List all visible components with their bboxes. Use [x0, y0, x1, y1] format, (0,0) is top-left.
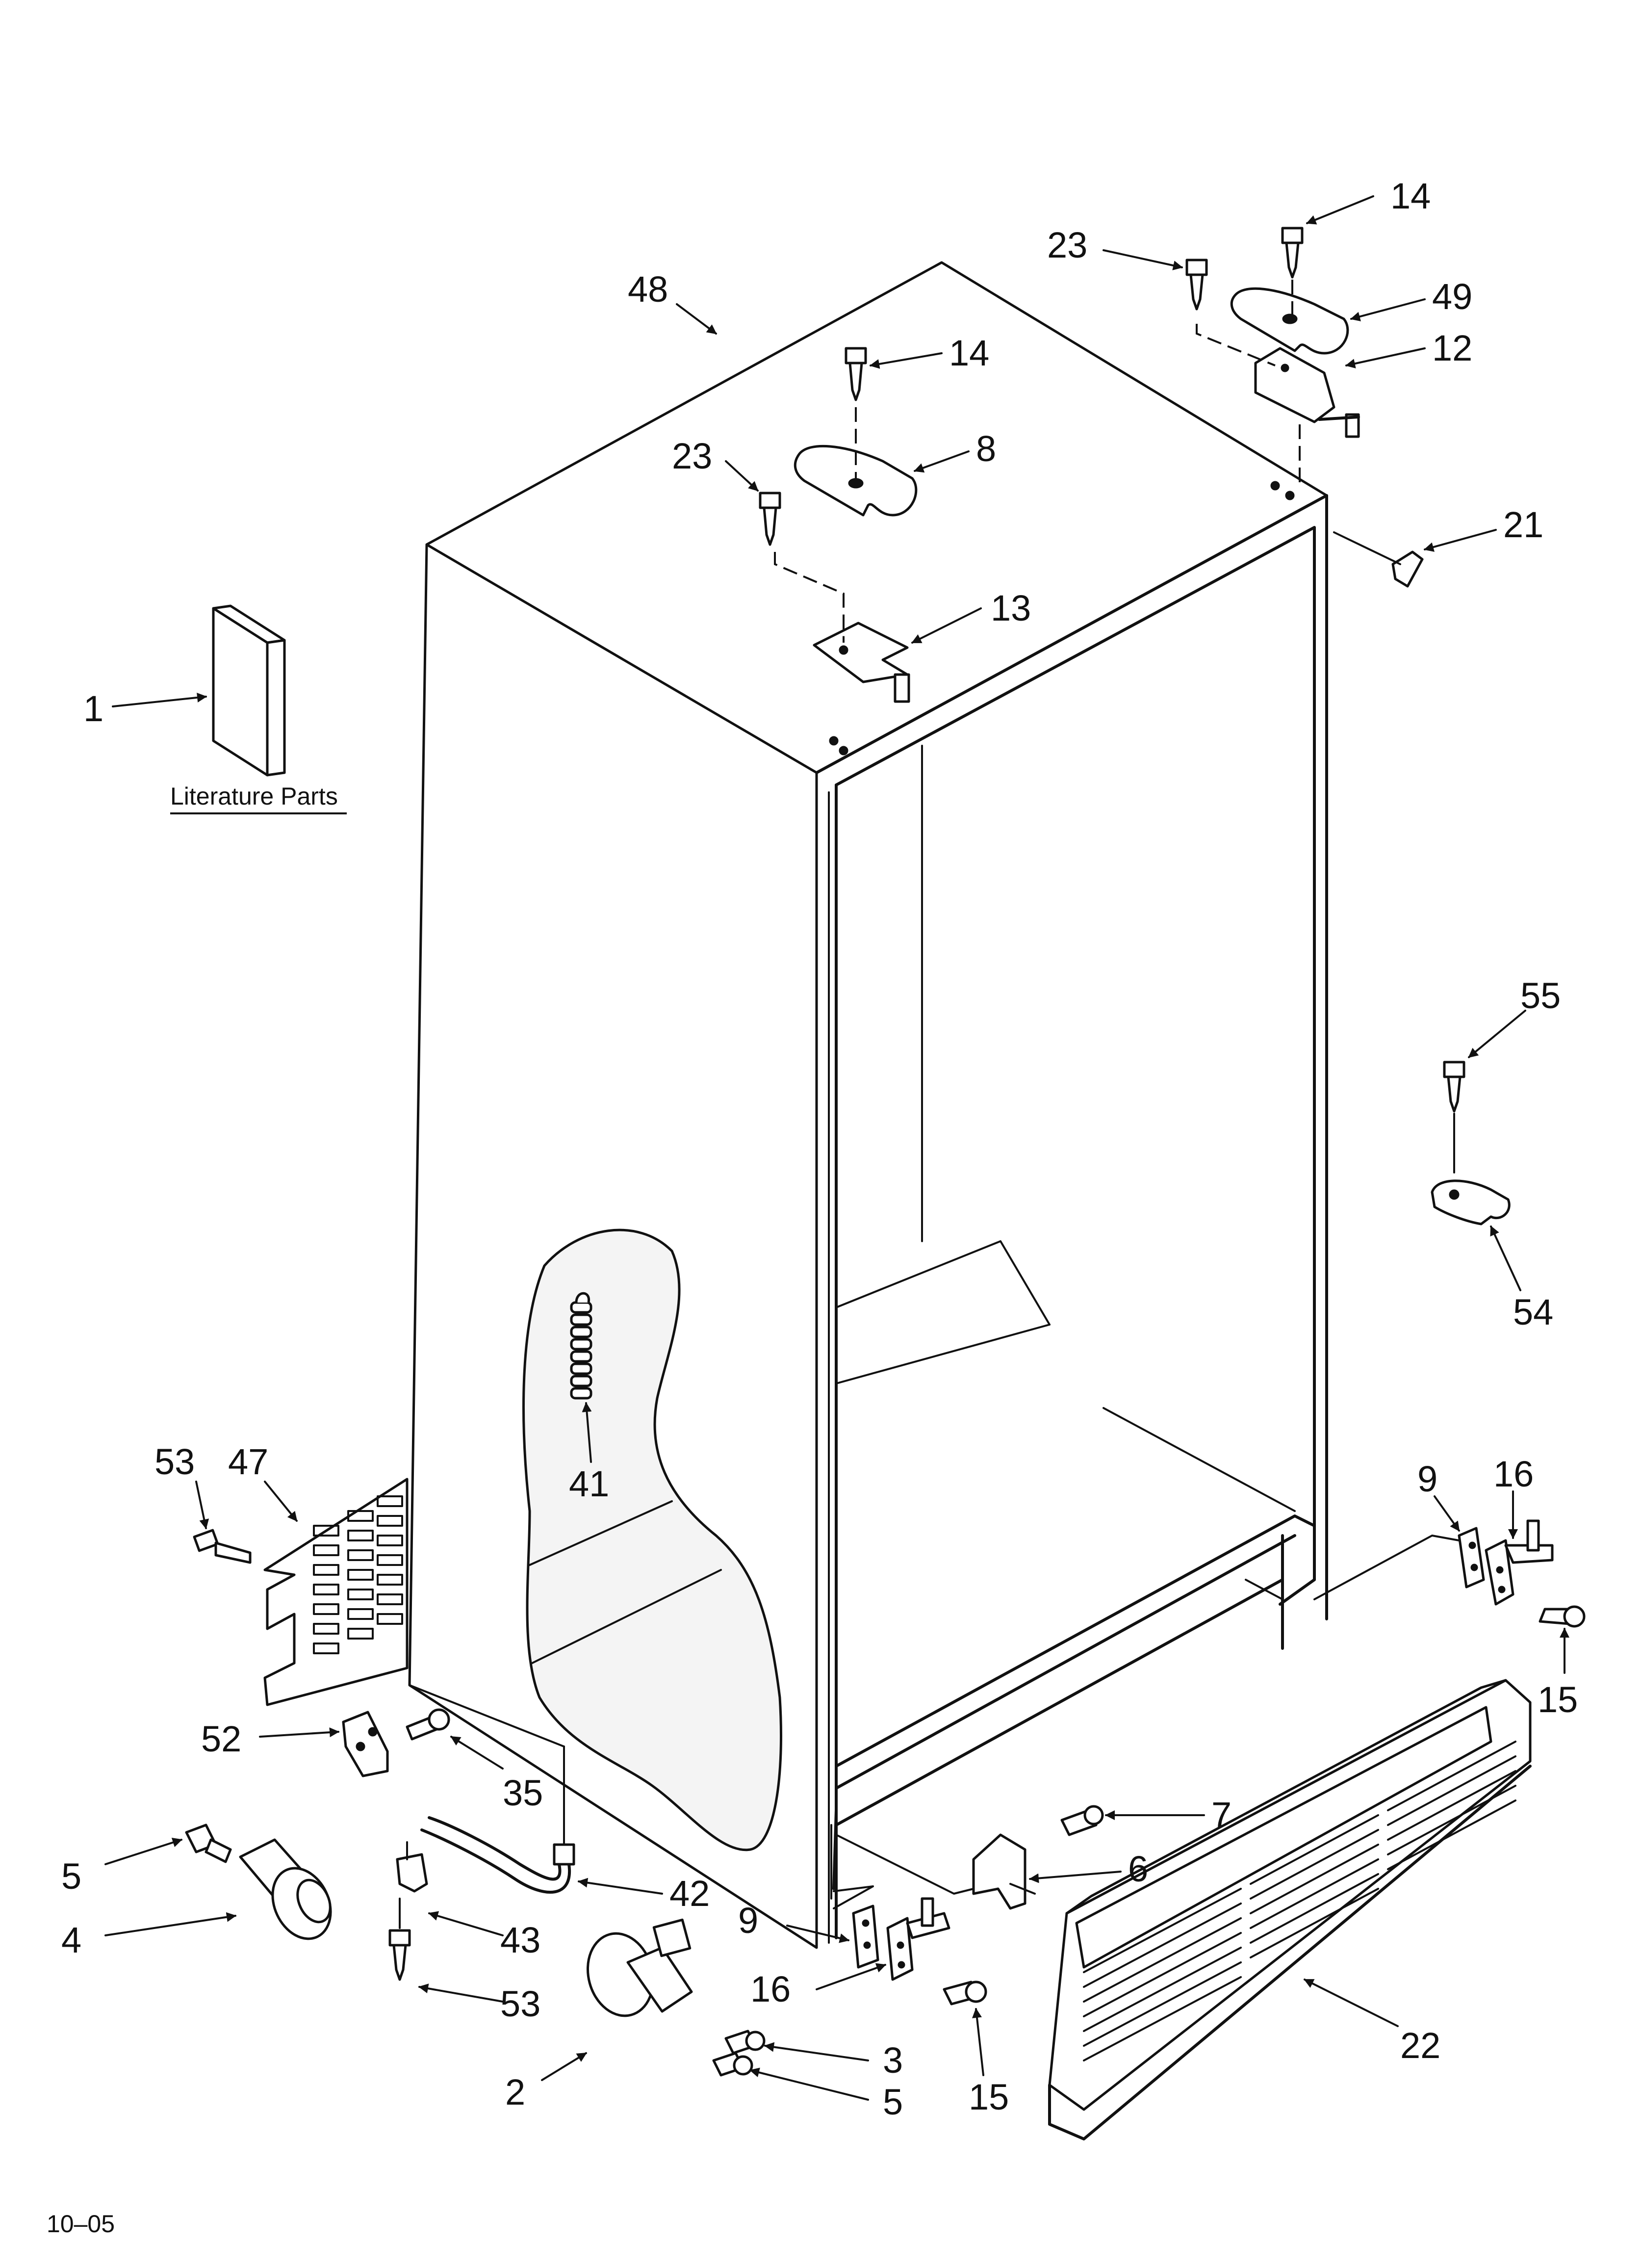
screw-55 — [1443, 1061, 1465, 1173]
callout-3: 3 — [883, 2040, 903, 2081]
clip-21 — [1333, 531, 1424, 588]
screw-14-top-right — [1281, 227, 1304, 279]
callout-41: 41 — [569, 1463, 609, 1504]
cabinet-48 — [408, 261, 1328, 1949]
water-tube-42 — [420, 1816, 575, 1894]
screw-5-left — [185, 1824, 232, 1863]
callout-48: 48 — [628, 269, 668, 310]
screw-35 — [406, 1708, 450, 1741]
callout-13: 13 — [991, 588, 1031, 628]
callout-42: 42 — [669, 1873, 710, 1914]
spring-41 — [570, 1292, 592, 1400]
callout-14-left: 14 — [949, 333, 989, 373]
callout-55: 55 — [1520, 975, 1561, 1016]
roller-2 — [586, 1918, 693, 2017]
callout-9-right: 9 — [1417, 1459, 1437, 1499]
callout-21: 21 — [1503, 504, 1543, 545]
callout-4: 4 — [61, 1920, 81, 1960]
callout-labels: 1 48 14 23 8 13 14 23 49 12 21 55 54 9 1… — [61, 176, 1578, 2122]
screw-15-right — [1539, 1605, 1586, 1628]
clip-43 — [396, 1841, 428, 1893]
hinge-16-right — [1485, 1519, 1554, 1606]
callout-16-lower: 16 — [750, 1969, 791, 2009]
bracket-54 — [1431, 1179, 1511, 1225]
date-code: 10–05 — [47, 2210, 115, 2238]
callout-5-lower: 5 — [883, 2082, 903, 2122]
hinge-cover-49 — [1230, 287, 1349, 355]
callout-12: 12 — [1432, 328, 1472, 368]
hinge-16-lower — [886, 1897, 950, 1981]
bracket-6 — [972, 1833, 1036, 1910]
screw-5-lower — [712, 2052, 753, 2077]
callout-15-lower: 15 — [969, 2077, 1009, 2117]
callout-53-lower: 53 — [500, 1983, 540, 2024]
shim-9-right — [1458, 1527, 1485, 1589]
screw-3 — [724, 2030, 766, 2055]
shim-9-lower — [852, 1904, 879, 1969]
callout-22: 22 — [1400, 2025, 1440, 2066]
grille-slots — [313, 1495, 403, 1654]
screw-7 — [1060, 1805, 1104, 1836]
callout-23-left: 23 — [672, 436, 712, 476]
callout-15-right: 15 — [1538, 1679, 1578, 1720]
callout-8: 8 — [976, 428, 996, 469]
callout-14-right: 14 — [1390, 176, 1431, 216]
callout-53-grille: 53 — [154, 1441, 195, 1482]
screw-23-top-left — [759, 492, 781, 546]
callout-5-left: 5 — [61, 1856, 81, 1897]
base-grille-22 — [1048, 1679, 1532, 2140]
callout-2: 2 — [505, 2072, 525, 2112]
callout-35: 35 — [503, 1773, 543, 1813]
rear-grille-47 — [263, 1478, 409, 1706]
callout-16-right: 16 — [1493, 1454, 1534, 1494]
literature-book-1 — [212, 604, 286, 777]
callout-54: 54 — [1513, 1292, 1553, 1332]
leader-lines — [104, 195, 1569, 2101]
callout-47: 47 — [228, 1441, 268, 1482]
screw-15-lower — [943, 1981, 987, 2006]
bracket-52 — [342, 1711, 389, 1777]
callout-1: 1 — [83, 688, 103, 729]
callout-23-right: 23 — [1047, 225, 1087, 265]
screw-14-top-left — [845, 347, 867, 401]
callout-6: 6 — [1128, 1849, 1148, 1889]
callout-49: 49 — [1432, 276, 1472, 317]
top-hinge-13 — [813, 622, 910, 703]
screw-53-grille — [193, 1529, 252, 1564]
literature-parts-label: Literature Parts — [170, 782, 338, 810]
base-grille-vents — [1083, 1741, 1516, 2061]
callout-7: 7 — [1211, 1795, 1232, 1835]
screw-23-top-right — [1185, 259, 1208, 311]
callout-43: 43 — [500, 1920, 540, 1960]
screw-53-lower — [388, 1898, 411, 1981]
callout-9-lower: 9 — [738, 1900, 758, 1941]
top-hinge-12 — [1254, 347, 1360, 438]
roller-4 — [239, 1838, 332, 1940]
hinge-cover-8 — [794, 444, 918, 517]
callout-52: 52 — [201, 1719, 241, 1759]
